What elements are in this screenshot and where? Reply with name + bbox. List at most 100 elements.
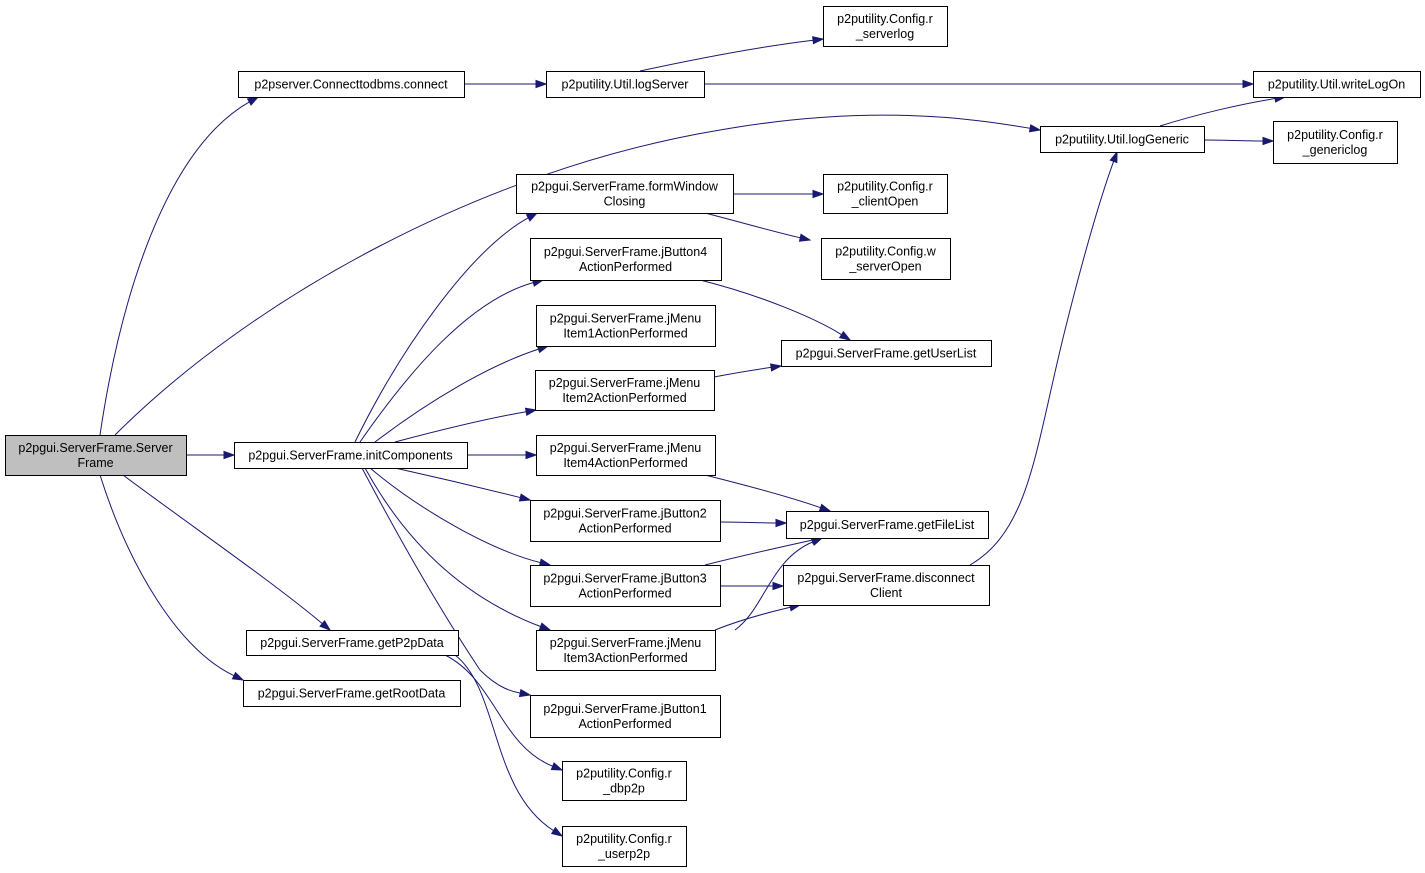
node-jmenuitem4[interactable]: p2pgui.ServerFrame.jMenuItem4ActionPerfo… <box>536 435 716 476</box>
edge-line <box>714 606 791 631</box>
edge-jbutton3-to-getfilelist <box>704 536 824 566</box>
node-box <box>821 238 951 280</box>
edge-line <box>969 161 1115 566</box>
arrowhead-icon <box>1028 124 1042 133</box>
node-box <box>1040 126 1205 153</box>
arrowhead-icon <box>818 503 832 512</box>
node-box <box>536 435 716 476</box>
node-label: p2pgui.ServerFrame.disconnect <box>797 571 975 585</box>
edge-line <box>99 474 235 677</box>
node-label: p2pgui.ServerFrame.jButton3 <box>543 572 706 586</box>
node-box <box>530 500 721 542</box>
edge-line <box>354 217 529 443</box>
edge-jbutton4-to-getuserlist <box>699 279 852 341</box>
node-label: p2pgui.ServerFrame.getUserList <box>796 347 977 361</box>
node-box <box>783 565 990 606</box>
node-label: Item4ActionPerformed <box>563 456 687 470</box>
node-connect[interactable]: p2pserver.Connecttodbms.connect <box>238 71 465 98</box>
node-label: ActionPerformed <box>578 717 671 731</box>
node-box <box>530 565 721 607</box>
node-rclientopen[interactable]: p2putility.Config.r_clientOpen <box>823 174 948 214</box>
node-jmenuitem2[interactable]: p2pgui.ServerFrame.jMenuItem2ActionPerfo… <box>535 370 715 411</box>
node-label: p2putility.Util.writeLogOn <box>1268 78 1405 92</box>
node-logserver[interactable]: p2putility.Util.logServer <box>546 71 705 98</box>
node-jmenuitem1[interactable]: p2pgui.ServerFrame.jMenuItem1ActionPerfo… <box>536 305 716 347</box>
node-jbutton2[interactable]: p2pgui.ServerFrame.jButton2ActionPerform… <box>530 500 721 542</box>
edge-root-to-getp2pdata <box>122 474 332 631</box>
node-loggeneric[interactable]: p2putility.Util.logGeneric <box>1040 126 1205 153</box>
arrowhead-icon <box>1262 136 1275 146</box>
edge-line <box>444 654 553 767</box>
node-jbutton1[interactable]: p2pgui.ServerFrame.jButton1ActionPerform… <box>530 695 721 738</box>
edge-root-to-loggeneric <box>114 114 1042 436</box>
node-label: p2putility.Config.r <box>837 12 933 26</box>
node-root[interactable]: p2pgui.ServerFrame.ServerFrame <box>5 435 187 476</box>
node-box <box>562 761 687 801</box>
edge-line <box>1159 98 1276 127</box>
node-box <box>535 370 715 411</box>
arrowhead-icon <box>538 558 552 567</box>
node-ruserp2p[interactable]: p2putility.Config.r_userp2p <box>562 826 687 867</box>
node-label: p2pgui.ServerFrame.getFileList <box>800 518 975 532</box>
node-label: ActionPerformed <box>579 260 672 274</box>
node-getp2pdata[interactable]: p2pgui.ServerFrame.getP2pData <box>246 630 459 656</box>
edge-line <box>394 467 521 499</box>
edge-formwindow-to-rclientopen <box>732 189 825 199</box>
node-getuserlist[interactable]: p2pgui.ServerFrame.getUserList <box>781 340 992 367</box>
edge-line <box>734 541 813 631</box>
node-box <box>516 174 734 214</box>
edge-root-to-initcomponents <box>185 450 236 460</box>
edge-logserver-to-rserverlog <box>639 36 825 72</box>
node-rgenericlog[interactable]: p2putility.Config.r_genericlog <box>1273 121 1398 164</box>
arrowhead-icon <box>772 581 785 591</box>
edge-jbutton2-to-getfilelist <box>719 518 788 528</box>
node-box <box>536 305 716 347</box>
node-label: p2pgui.ServerFrame.formWindow <box>531 180 719 194</box>
node-rdbp2p[interactable]: p2putility.Config.r_dbp2p <box>562 761 687 801</box>
node-label: p2pgui.ServerFrame.jButton1 <box>543 702 706 716</box>
edge-initcomponents-to-jbutton4 <box>359 278 545 443</box>
edge-loggeneric-to-rgenericlog <box>1203 136 1275 146</box>
arrowhead-icon <box>518 688 532 698</box>
node-label: Item1ActionPerformed <box>563 327 687 341</box>
edge-line <box>699 279 842 336</box>
node-writelogon[interactable]: p2putility.Util.writeLogOn <box>1253 71 1421 98</box>
node-label: p2pgui.ServerFrame.getRootData <box>258 687 446 701</box>
arrowhead-icon <box>231 671 245 681</box>
node-box <box>546 71 705 98</box>
edge-initcomponents-to-formwindow <box>354 212 539 443</box>
edge-line <box>114 114 1031 436</box>
node-label: p2putility.Util.logServer <box>562 78 689 92</box>
edge-getp2pdata-to-ruserp2p <box>454 654 564 837</box>
node-box <box>781 340 992 367</box>
node-box <box>234 442 468 469</box>
arrowhead-icon <box>1242 79 1255 89</box>
node-label: _clientOpen <box>851 195 919 209</box>
edge-initcomponents-to-jmenuitem1 <box>374 345 550 443</box>
edge-line <box>704 539 813 566</box>
node-label: p2pgui.ServerFrame.jMenu <box>550 441 702 455</box>
node-label: p2putility.Config.r <box>576 832 672 846</box>
edge-line <box>639 39 814 72</box>
node-rserverlog[interactable]: p2putility.Config.r_serverlog <box>823 6 948 47</box>
edge-loggeneric-to-writelogon <box>1159 94 1287 127</box>
edge-line <box>99 101 250 436</box>
arrowhead-icon <box>319 620 332 631</box>
node-box <box>530 695 721 738</box>
node-box <box>823 174 948 214</box>
node-jmenuitem3[interactable]: p2pgui.ServerFrame.jMenuItem3ActionPerfo… <box>536 630 716 671</box>
node-label: Item2ActionPerformed <box>562 391 686 405</box>
node-wserveropen[interactable]: p2putility.Config.w_serverOpen <box>821 238 951 280</box>
node-getfilelist[interactable]: p2pgui.ServerFrame.getFileList <box>786 511 989 539</box>
node-label: p2putility.Config.w <box>835 245 936 259</box>
node-jbutton4[interactable]: p2pgui.ServerFrame.jButton4ActionPerform… <box>530 238 722 281</box>
node-getrootdata[interactable]: p2pgui.ServerFrame.getRootData <box>243 680 461 707</box>
edge-jmenuitem3-to-disconnectclient <box>714 603 802 631</box>
arrowhead-icon <box>525 212 539 222</box>
node-initcomponents[interactable]: p2pgui.ServerFrame.initComponents <box>234 442 468 469</box>
node-jbutton3[interactable]: p2pgui.ServerFrame.jButton3ActionPerform… <box>530 565 721 607</box>
node-label: p2pgui.ServerFrame.getP2pData <box>260 636 443 650</box>
